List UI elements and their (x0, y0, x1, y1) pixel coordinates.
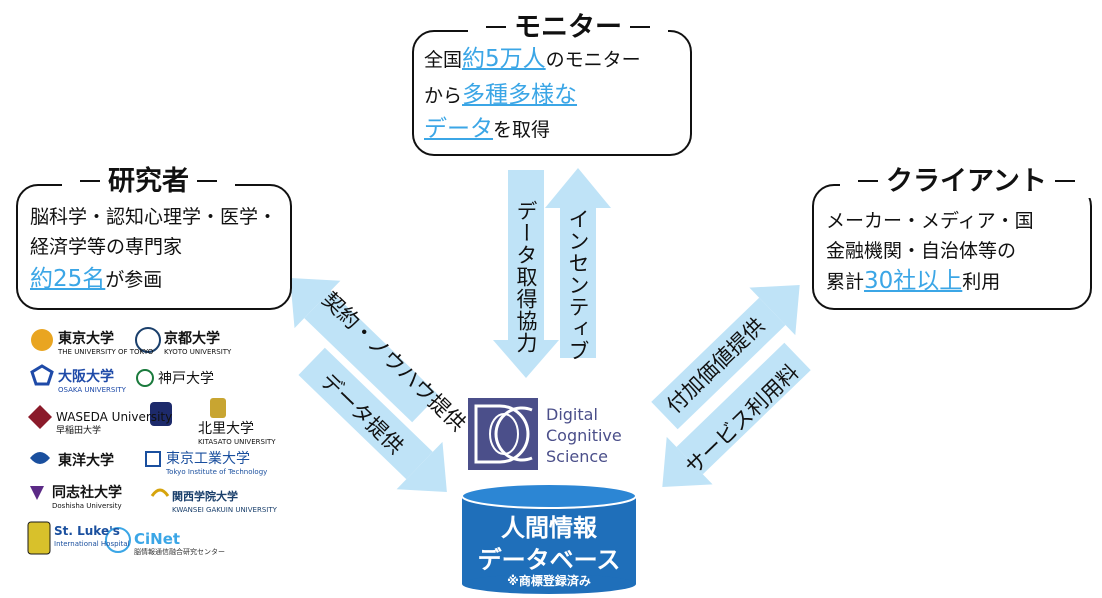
arrow-label-incentive: インセンティブ (566, 208, 590, 362)
arrow-researcher-contract (290, 278, 439, 423)
monitor-line-1: 全国約5万人のモニター (424, 46, 641, 72)
keio-emblem-icon (150, 402, 172, 426)
client-line-1: メーカー・メディア・国 (826, 210, 1034, 232)
dcs-logo-text: Digital Cognitive Science (546, 405, 622, 466)
arrow-down-monitor (493, 170, 559, 378)
university-kobe: 神戸大学 (158, 371, 214, 387)
database-title-2: データベース (477, 546, 621, 574)
doshisha-emblem-icon (30, 486, 44, 500)
arrow-label-data-cooperation: データ取得協力 (514, 200, 538, 354)
osaka-emblem-icon (30, 364, 54, 386)
researcher-line-2: 経済学等の専門家 (30, 236, 183, 258)
monitor-title: モニター (468, 12, 668, 44)
researcher-line-3: 約25名が参画 (30, 266, 163, 292)
arrow-up-monitor (545, 168, 611, 358)
kobe-emblem-icon (136, 369, 154, 387)
client-line-3: 累計30社以上利用 (826, 268, 1001, 294)
arrow-client-fee (662, 342, 811, 488)
researcher-title: 研究者 (62, 166, 235, 198)
university-toyo: 東洋大学 (58, 453, 114, 469)
researcher-line-1: 脳科学・認知心理学・医学・ (30, 206, 278, 228)
monitor-line-2: から多種多様な (424, 82, 578, 108)
monitor-box (412, 30, 692, 156)
database-cylinder (461, 483, 637, 594)
researcher-box (16, 184, 292, 310)
database-note: ※商標登録済み (507, 574, 591, 588)
database-title-1: 人間情報 (501, 514, 597, 542)
monitor-line-3: データを取得 (424, 116, 551, 142)
cinet-emblem-icon (105, 527, 131, 553)
kwansei-emblem-icon (150, 488, 170, 497)
kitasato-emblem-icon (210, 398, 226, 418)
waseda-emblem-icon (28, 405, 52, 429)
client-title: クライアント (840, 166, 1093, 198)
stlukes-emblem-icon (27, 521, 51, 555)
dcs-logo-mark (468, 398, 538, 470)
arrow-client-value (651, 284, 800, 430)
tokyotech-emblem-icon (145, 451, 161, 467)
utokyo-emblem-icon (31, 329, 53, 351)
client-line-2: 金融機関・自治体等の (826, 240, 1017, 262)
toyo-emblem-icon (30, 452, 50, 464)
kyoto-emblem-icon (135, 327, 161, 353)
arrow-researcher-data (298, 347, 447, 492)
